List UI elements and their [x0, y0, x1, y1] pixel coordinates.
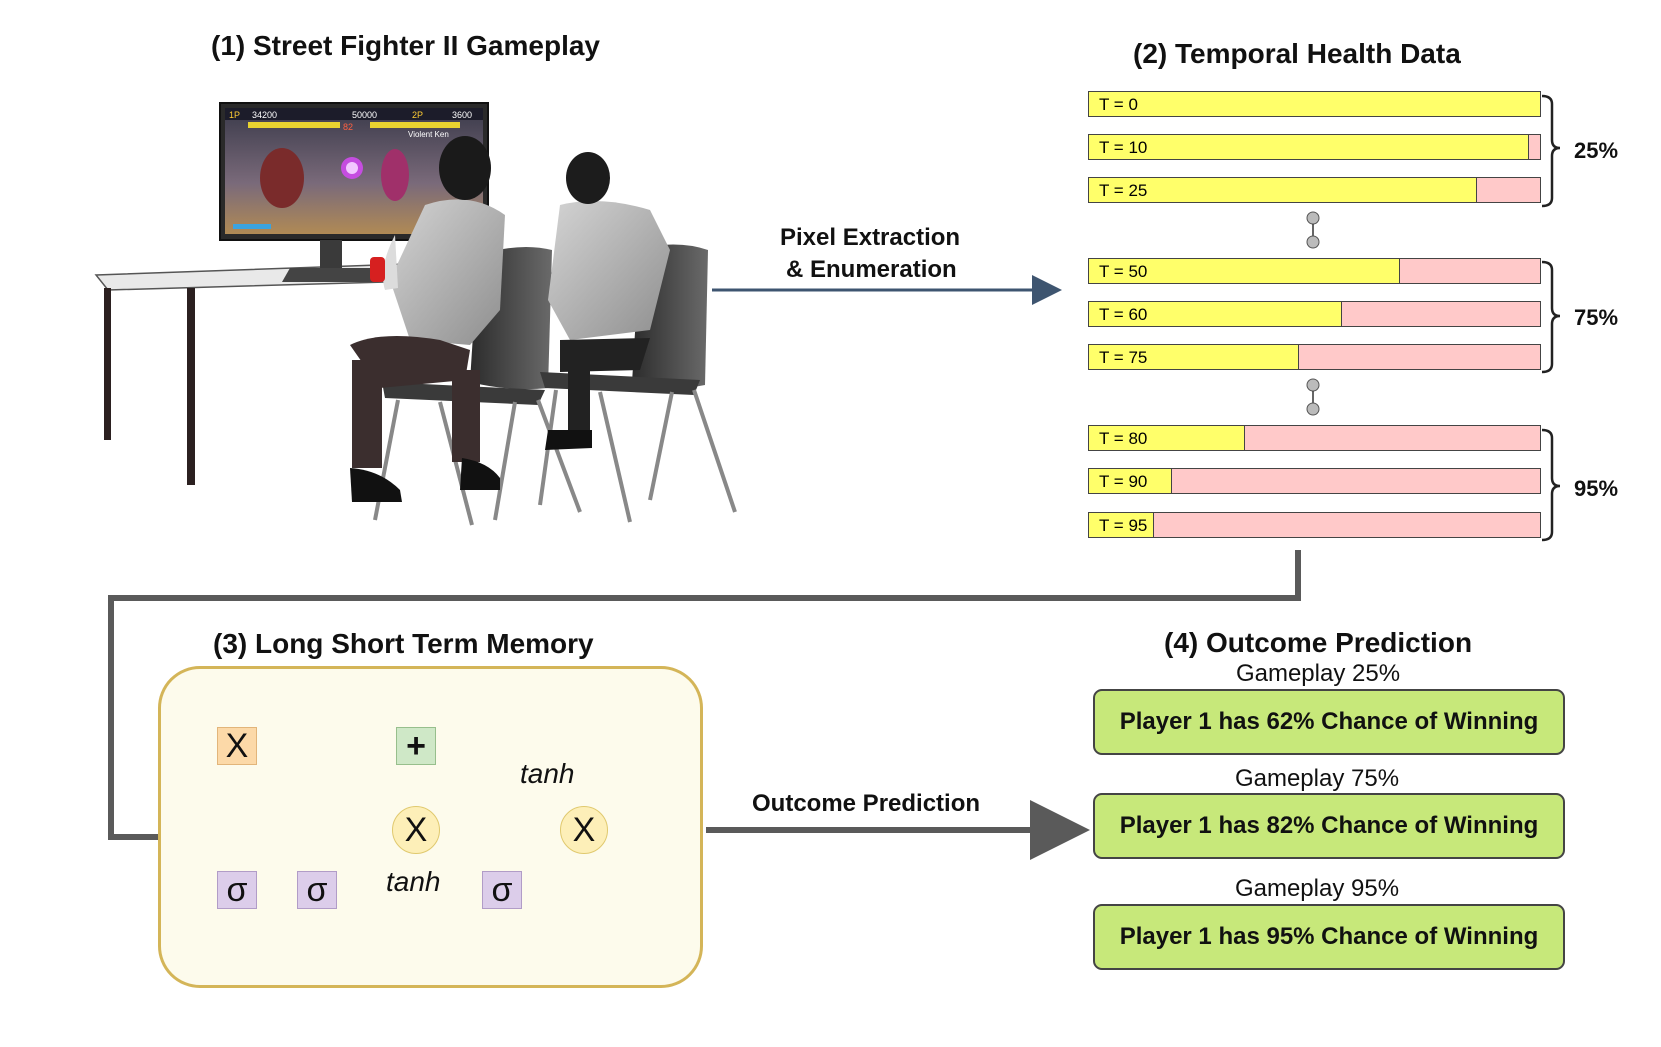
- group-label-25: 25%: [1574, 138, 1619, 163]
- bracket-75: [1541, 260, 1561, 374]
- forget-multiply-gate: X: [217, 727, 257, 765]
- health-bar: T = 80: [1088, 425, 1541, 451]
- health-bar-label: T = 75: [1099, 348, 1148, 367]
- health-bar: T = 90: [1088, 468, 1541, 494]
- health-bar-label: T = 10: [1099, 138, 1148, 157]
- group-label-95: 95%: [1574, 476, 1619, 501]
- p2-score: 3600: [452, 110, 472, 120]
- health-bar-fill: [1089, 426, 1245, 450]
- cell-tanh-label: tanh: [520, 758, 575, 789]
- p1-tag: 1P: [229, 110, 240, 120]
- health-bar-label: T = 90: [1099, 472, 1148, 491]
- bracket-25: [1541, 94, 1561, 208]
- prediction-box-95: Player 1 has 95% Chance of Winning: [1093, 904, 1565, 970]
- p2-name: Violent Ken: [408, 130, 449, 139]
- forget-sigma-gate: σ: [217, 871, 257, 909]
- extraction-label-line2: & Enumeration: [786, 256, 957, 283]
- health-bar-fill: [1089, 513, 1155, 537]
- continuation-dots-1: [1306, 211, 1320, 249]
- health-bar: T = 60: [1088, 301, 1541, 327]
- health-bar-fill: [1089, 178, 1477, 202]
- output-multiply-node: X: [560, 806, 608, 854]
- group-label-75: 75%: [1574, 305, 1619, 330]
- prediction-caption-25: Gameplay 25%: [1235, 660, 1401, 687]
- player-two: [545, 152, 670, 450]
- health-bar-fill: [1089, 302, 1342, 326]
- health-bar-fill: [1089, 469, 1173, 493]
- extraction-label-line1: Pixel Extraction: [780, 224, 961, 251]
- p1-score: 34200: [252, 110, 277, 120]
- health-bar-label: T = 60: [1099, 305, 1148, 324]
- output-sigma-gate: σ: [482, 871, 522, 909]
- continuation-dots-2: [1306, 378, 1320, 416]
- prediction-box-75: Player 1 has 82% Chance of Winning: [1093, 793, 1565, 859]
- input-multiply-node: X: [392, 806, 440, 854]
- health-bar-fill: [1089, 345, 1299, 369]
- p2-tag: 2P: [412, 110, 423, 120]
- round-counter: 82: [343, 122, 353, 132]
- health-bar: T = 25: [1088, 177, 1541, 203]
- health-bar-label: T = 25: [1099, 181, 1148, 200]
- health-bar: T = 10: [1088, 134, 1541, 160]
- health-bar: T = 50: [1088, 258, 1541, 284]
- health-bar-fill: [1089, 135, 1529, 159]
- health-bar: T = 95: [1088, 512, 1541, 538]
- candidate-tanh-label: tanh: [386, 866, 441, 897]
- health-bar-label: T = 80: [1099, 429, 1148, 448]
- prediction-box-25: Player 1 has 62% Chance of Winning: [1093, 689, 1565, 755]
- health-bar-fill: [1089, 92, 1540, 116]
- gameplay-illustration: 1P 34200 50000 2P 3600 82 Violent Ken: [94, 102, 737, 526]
- bracket-95: [1541, 428, 1561, 542]
- prediction-arrow-label: Outcome Prediction: [752, 790, 981, 817]
- health-bar-label: T = 95: [1099, 516, 1148, 535]
- input-sigma-gate: σ: [297, 871, 337, 909]
- data-connector: [108, 550, 1301, 840]
- health-bar-fill: [1089, 259, 1401, 283]
- health-bar-label: T = 50: [1099, 262, 1148, 281]
- health-bar: T = 0: [1088, 91, 1541, 117]
- health-bar: T = 75: [1088, 344, 1541, 370]
- prediction-caption-75: Gameplay 75%: [1234, 765, 1400, 792]
- gameplay-title: (1) Street Fighter II Gameplay: [211, 30, 600, 61]
- hi-score: 50000: [352, 110, 377, 120]
- outcome-title: (4) Outcome Prediction: [1164, 627, 1473, 658]
- prediction-caption-95: Gameplay 95%: [1234, 875, 1400, 902]
- health-title: (2) Temporal Health Data: [1133, 38, 1461, 69]
- lstm-title: (3) Long Short Term Memory: [213, 628, 594, 659]
- cell-add-gate: +: [396, 727, 436, 765]
- health-bar-label: T = 0: [1099, 95, 1138, 114]
- player-one: [350, 136, 505, 502]
